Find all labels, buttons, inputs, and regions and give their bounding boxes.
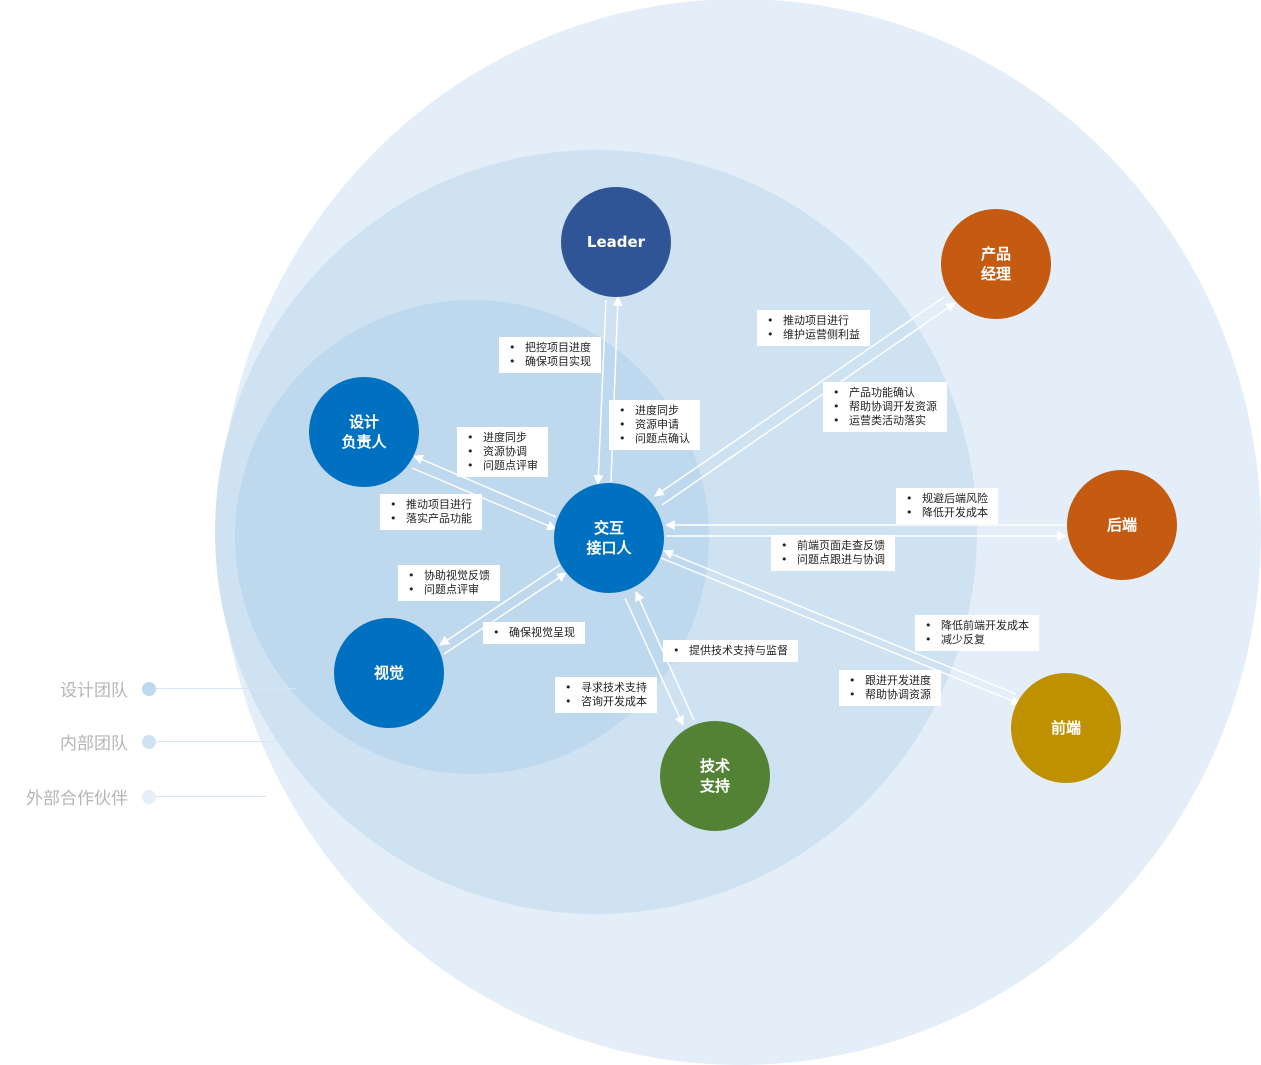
label-bullet: 进度同步 <box>617 404 690 418</box>
legend-design-team: 设计团队 <box>0 676 296 701</box>
label-bullet: 确保视觉呈现 <box>491 626 575 640</box>
label-visual-in: 确保视觉呈现 <box>483 622 585 644</box>
label-bullet: 进度同步 <box>465 431 538 445</box>
label-pm-in: 产品功能确认帮助协调开发资源运营类活动落实 <box>823 382 947 432</box>
label-bullet: 规避后端风险 <box>904 492 988 506</box>
node-tech-support: 技术 支持 <box>660 721 770 831</box>
legend-internal-team-label: 内部团队 <box>60 734 128 754</box>
label-bullet: 降低前端开发成本 <box>923 619 1029 633</box>
label-bullet: 问题点评审 <box>406 583 490 597</box>
label-bullet: 寻求技术支持 <box>563 681 647 695</box>
label-backend-in: 前端页面走查反馈问题点跟进与协调 <box>771 535 895 571</box>
arrow-to-visual <box>439 564 561 646</box>
label-bullet: 降低开发成本 <box>904 506 988 520</box>
label-bullet: 产品功能确认 <box>831 386 937 400</box>
label-bullet: 减少反复 <box>923 633 1029 647</box>
node-product-manager: 产品 经理 <box>941 209 1051 319</box>
label-bullet: 推动项目进行 <box>765 314 860 328</box>
node-leader: Leader <box>561 187 671 297</box>
arrow-to-tech <box>624 597 684 726</box>
label-bullet: 帮助协调开发资源 <box>831 400 937 414</box>
label-bullet: 运营类活动落实 <box>831 414 937 428</box>
arrow-to-center-from-design <box>411 467 557 531</box>
arrow-to-frontend <box>660 557 1021 706</box>
node-backend: 后端 <box>1067 470 1177 580</box>
node-interaction-contact: 交互 接口人 <box>554 483 664 593</box>
legend-internal-team-dot <box>142 734 156 749</box>
label-bullet: 帮助协调资源 <box>847 688 931 702</box>
arrow-to-leader-from-center <box>610 296 623 483</box>
label-visual-out: 协助视觉反馈问题点评审 <box>398 565 500 601</box>
node-visual: 视觉 <box>334 618 444 728</box>
legend-design-team-label: 设计团队 <box>60 681 128 701</box>
legend-internal-team-line <box>156 741 276 742</box>
label-bullet: 维护运营侧利益 <box>765 328 860 342</box>
label-backend-out: 规避后端风险降低开发成本 <box>896 488 998 524</box>
label-bullet: 资源申请 <box>617 418 690 432</box>
label-leader-in: 进度同步资源申请问题点确认 <box>609 400 700 450</box>
label-leader-out: 把控项目进度确保项目实现 <box>499 337 601 373</box>
legend-external-partners-line <box>156 796 266 797</box>
label-pm-out: 推动项目进行维护运营侧利益 <box>757 310 870 346</box>
node-design-lead: 设计 负责人 <box>309 377 419 487</box>
label-bullet: 咨询开发成本 <box>563 695 647 709</box>
arrow-to-center-from-visual <box>443 572 567 655</box>
arrow-to-center-from-pm <box>654 296 945 497</box>
label-bullet: 推动项目进行 <box>388 498 472 512</box>
label-design-out: 推动项目进行落实产品功能 <box>380 494 482 530</box>
legend-external-partners-dot <box>142 789 156 804</box>
label-bullet: 资源协调 <box>465 445 538 459</box>
arrow-to-design-lead <box>413 454 557 518</box>
label-bullet: 问题点跟进与协调 <box>779 553 885 567</box>
label-bullet: 协助视觉反馈 <box>406 569 490 583</box>
arrow-to-pm-from-center <box>661 302 956 506</box>
label-bullet: 落实产品功能 <box>388 512 472 526</box>
label-bullet: 提供技术支持与监督 <box>671 644 788 658</box>
label-bullet: 问题点确认 <box>617 432 690 446</box>
legend-design-team-dot <box>142 681 156 696</box>
label-bullet: 前端页面走查反馈 <box>779 539 885 553</box>
arrow-to-center-from-leader <box>593 299 607 485</box>
label-tech-in: 寻求技术支持咨询开发成本 <box>555 677 657 713</box>
legend-design-team-line <box>156 688 296 689</box>
label-frontend-out: 降低前端开发成本减少反复 <box>915 615 1039 651</box>
label-bullet: 把控项目进度 <box>507 341 591 355</box>
legend-external-partners-label: 外部合作伙伴 <box>26 789 128 809</box>
label-bullet: 问题点评审 <box>465 459 538 473</box>
label-frontend-in: 跟进开发进度帮助协调资源 <box>839 670 941 706</box>
label-bullet: 确保项目实现 <box>507 355 591 369</box>
node-frontend: 前端 <box>1011 673 1121 783</box>
label-tech-out: 提供技术支持与监督 <box>663 640 798 662</box>
legend-internal-team: 内部团队 <box>0 729 276 754</box>
label-bullet: 跟进开发进度 <box>847 674 931 688</box>
legend-external-partners: 外部合作伙伴 <box>0 784 266 809</box>
arrow-to-center-from-frontend <box>663 549 1017 695</box>
label-design-in: 进度同步资源协调问题点评审 <box>457 427 548 477</box>
